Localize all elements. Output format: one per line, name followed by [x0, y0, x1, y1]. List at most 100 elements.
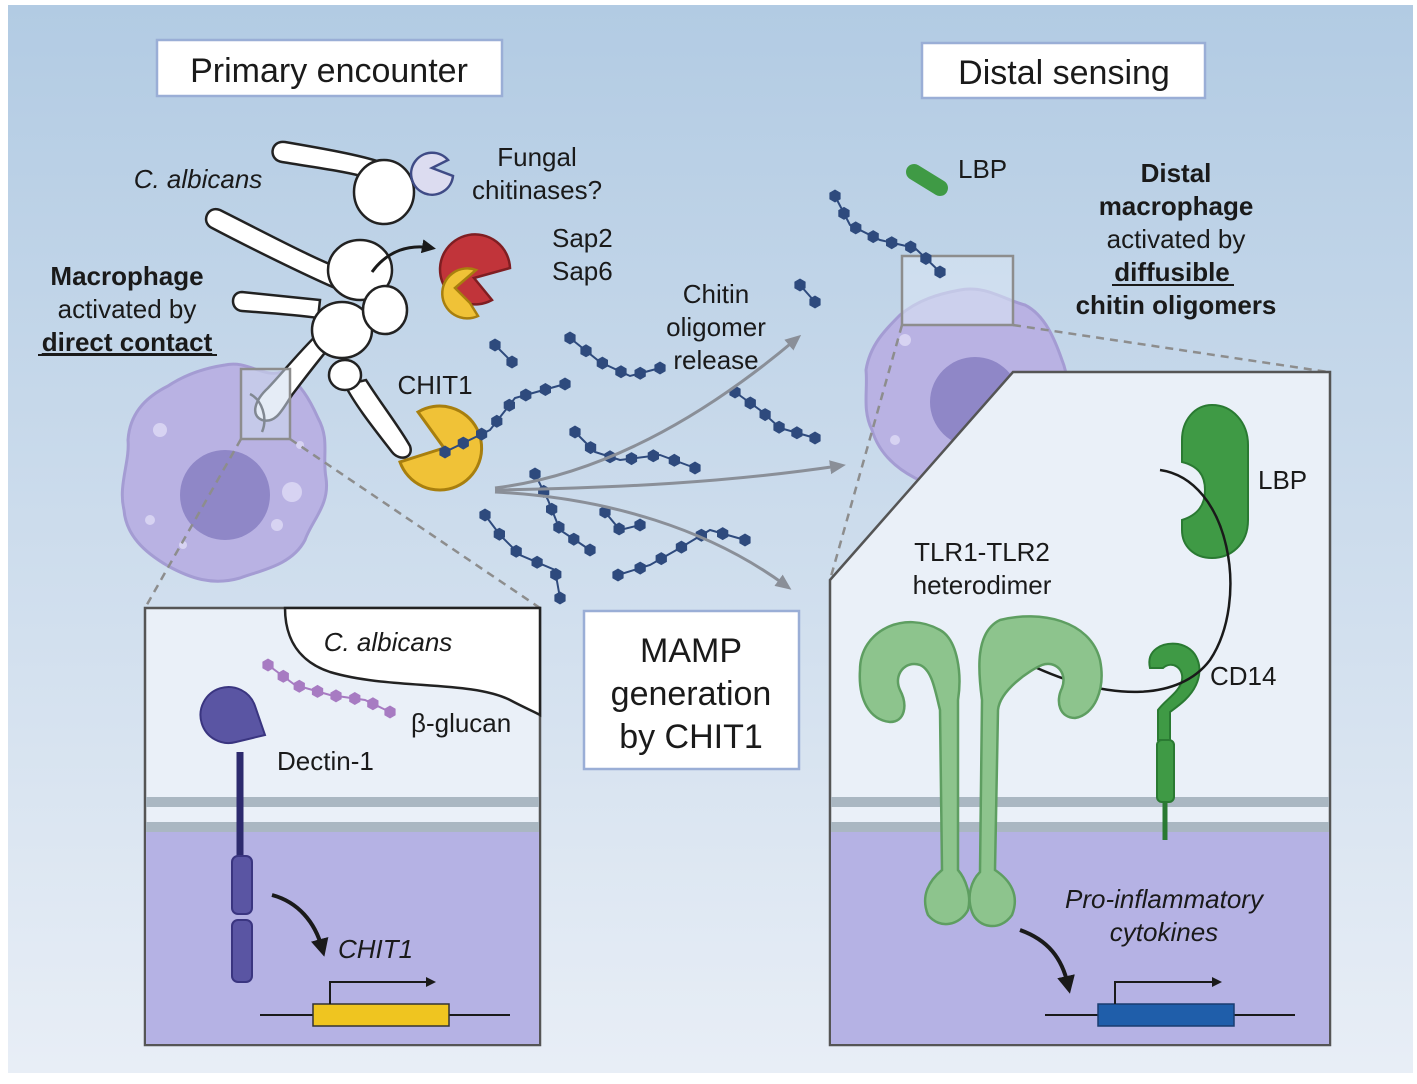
left-zoom-box: [239, 367, 292, 441]
bead: [809, 295, 821, 309]
bead: [262, 658, 274, 672]
distal-label-line4: diffusible: [1114, 257, 1230, 287]
dectin-1-label: Dectin-1: [277, 746, 374, 776]
bead: [625, 452, 638, 466]
bead: [489, 338, 501, 352]
beta-glucan-label: β-glucan: [411, 708, 511, 738]
mamp-line1: MAMP: [640, 632, 742, 670]
bead: [654, 361, 666, 375]
bead: [554, 591, 566, 605]
release-line3: release: [673, 345, 758, 375]
bead: [330, 689, 342, 703]
secretion-arrow: [370, 239, 436, 273]
header-distal-sensing: Distal sensing: [920, 41, 1207, 100]
chitin-oligomer: [439, 377, 571, 459]
right-zoom-box: [900, 254, 1015, 327]
release-line1: Chitin: [683, 279, 749, 309]
chitin-oligomer: [794, 278, 821, 309]
bead: [277, 669, 289, 683]
lbp-label-top: LBP: [958, 154, 1007, 184]
release-line2: oligomer: [666, 312, 766, 342]
cd14-label: CD14: [1210, 661, 1276, 691]
bead: [920, 252, 932, 265]
bead: [476, 427, 488, 441]
inset-c-albicans-label: C. albicans: [324, 627, 453, 657]
bead: [384, 705, 396, 719]
chitin-oligomer: [729, 385, 821, 445]
bead: [293, 679, 305, 693]
chitin-oligomer: [564, 331, 666, 380]
bead: [739, 533, 751, 547]
bead: [809, 431, 821, 445]
bead: [675, 540, 688, 554]
bead: [613, 522, 625, 536]
sap-digested-chit1-icon: [441, 267, 480, 320]
bead: [503, 398, 515, 412]
bead: [311, 684, 324, 698]
bead: [647, 449, 659, 463]
header-left-title: Primary encounter: [190, 52, 468, 90]
bead: [759, 408, 771, 422]
distal-label-line1: Distal: [1141, 158, 1212, 188]
bead: [367, 697, 379, 711]
bead: [615, 365, 627, 379]
release-arrows: [494, 334, 846, 590]
mamp-box: [582, 609, 801, 771]
bead: [531, 555, 543, 569]
distal-label-line3: activated by: [1107, 224, 1246, 254]
bead: [612, 568, 624, 582]
chit1-gene-label: CHIT1: [338, 934, 413, 964]
sap2-label: Sap2: [552, 223, 613, 253]
bead: [491, 414, 503, 428]
tlr-label-line1: TLR1-TLR2: [914, 537, 1050, 567]
bead: [584, 543, 596, 557]
bead: [539, 383, 551, 396]
bead: [457, 436, 469, 450]
bead: [550, 567, 562, 581]
chitin-oligomer: [612, 527, 751, 582]
bead: [794, 278, 806, 292]
bead: [520, 388, 532, 402]
distal-label-line5: chitin oligomers: [1076, 290, 1277, 320]
bead: [584, 441, 597, 455]
bead: [493, 527, 505, 541]
inset-right: [828, 370, 1332, 1047]
macrophage-label-line3: direct contact: [42, 327, 213, 357]
bead: [829, 189, 841, 203]
c-albicans-label: C. albicans: [134, 164, 263, 194]
mamp-line2: generation: [611, 675, 772, 713]
bead: [529, 467, 541, 481]
bead: [568, 532, 580, 546]
c-albicans-cells: [204, 140, 416, 459]
bead: [717, 527, 729, 541]
inset-left: [143, 606, 542, 1047]
macrophage-label-line1: Macrophage: [50, 261, 203, 291]
output-line1: Pro-inflammatory: [1065, 884, 1265, 914]
chitin-oligomer: [489, 338, 518, 369]
bead: [596, 356, 608, 370]
bead: [349, 692, 361, 705]
bead: [905, 240, 917, 254]
bead: [479, 508, 491, 522]
bead: [634, 366, 646, 380]
bead: [886, 236, 898, 250]
bead: [506, 355, 518, 369]
bead: [838, 206, 850, 220]
beta-glucan-beads: [262, 658, 396, 719]
chit1-label: CHIT1: [397, 370, 472, 400]
bead: [580, 344, 592, 358]
bead: [510, 544, 522, 558]
bead: [559, 377, 571, 391]
bead: [439, 445, 451, 459]
left-macrophage: [120, 362, 329, 583]
lbp-label-inset: LBP: [1258, 465, 1307, 495]
zoom-dashed-lines: [143, 323, 1329, 610]
distal-label-line2: macrophage: [1099, 191, 1254, 221]
bead: [668, 453, 680, 467]
fungal-chitinases-line2: chitinases?: [472, 175, 602, 205]
chitin-oligomer: [479, 508, 566, 605]
bead: [655, 552, 667, 566]
bead: [867, 230, 879, 244]
